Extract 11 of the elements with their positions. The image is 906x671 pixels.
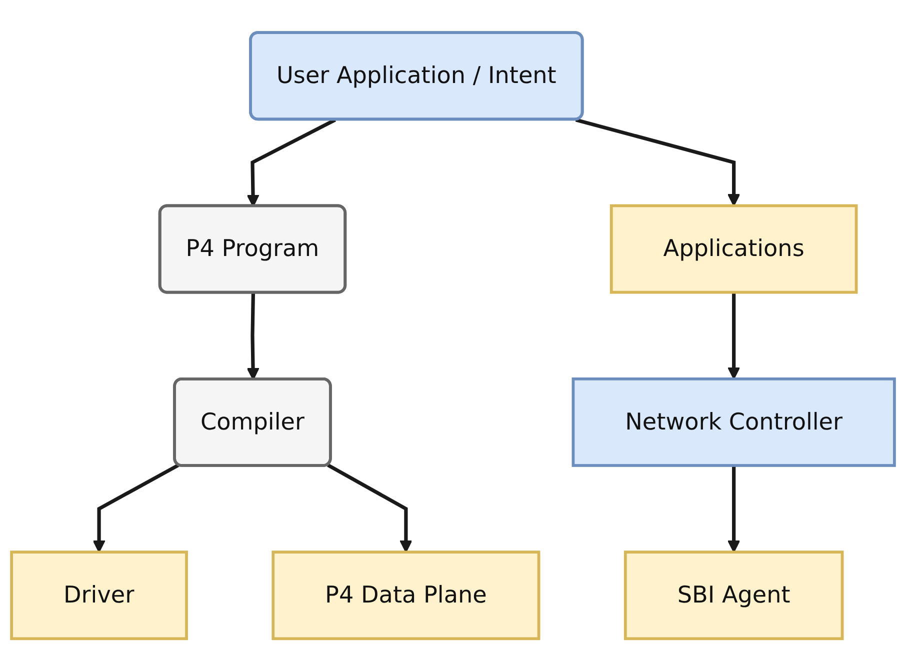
arrow	[727, 465, 740, 553]
arrow	[575, 118, 740, 206]
node-box: Applications	[610, 204, 858, 294]
node-box: P4 Data Plane	[272, 550, 540, 640]
node-box: Driver	[10, 550, 188, 640]
node-box: Network Controller	[572, 377, 896, 467]
node-box: SBI Agent	[624, 550, 844, 640]
arrow	[727, 292, 740, 380]
arrow	[246, 118, 336, 207]
arrow	[92, 463, 180, 553]
arrow	[326, 463, 412, 553]
